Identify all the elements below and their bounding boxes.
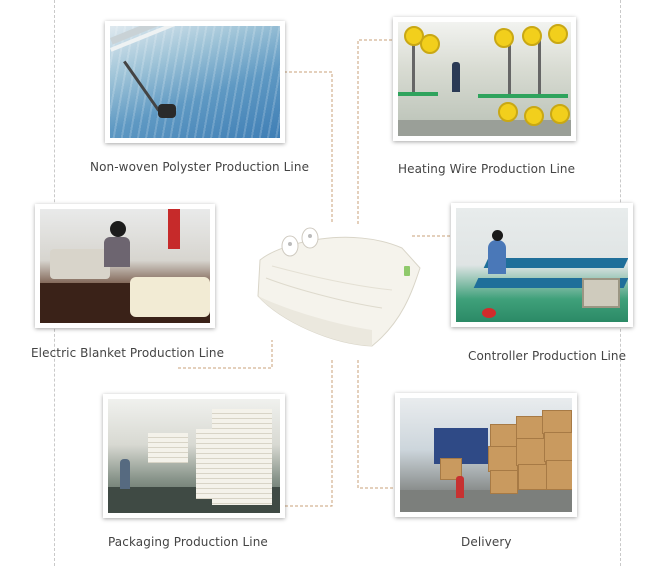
controller-plugs: [281, 227, 319, 257]
heating-wire-scene: [398, 22, 571, 136]
caption-nonwoven: Non-woven Polyster Production Line: [90, 160, 310, 174]
caption-electric-blanket: Electric Blanket Production Line: [31, 346, 225, 360]
photo-packaging: [103, 394, 285, 518]
connector-electric-blanket: [178, 340, 273, 369]
caption-heating-wire: Heating Wire Production Line: [398, 162, 576, 176]
electric-blanket-product: [257, 227, 421, 347]
connector-delivery: [357, 360, 396, 489]
packaging-scene: [108, 399, 280, 513]
caption-packaging: Packaging Production Line: [108, 535, 268, 549]
photo-nonwoven: [105, 21, 285, 143]
delivery-scene: [400, 398, 572, 512]
caption-delivery: Delivery: [461, 535, 512, 549]
nonwoven-scene: [110, 26, 280, 138]
photo-delivery: [395, 393, 577, 517]
connector-packaging: [285, 360, 333, 507]
controller-scene: [456, 208, 628, 322]
electric-blanket-scene: [40, 209, 210, 323]
photo-electric-blanket: [35, 204, 215, 328]
connector-nonwoven: [284, 71, 333, 224]
photo-controller: [451, 203, 633, 327]
photo-heating-wire: [393, 17, 576, 141]
caption-controller: Controller Production Line: [468, 349, 627, 363]
connector-heating-wire: [357, 39, 392, 224]
